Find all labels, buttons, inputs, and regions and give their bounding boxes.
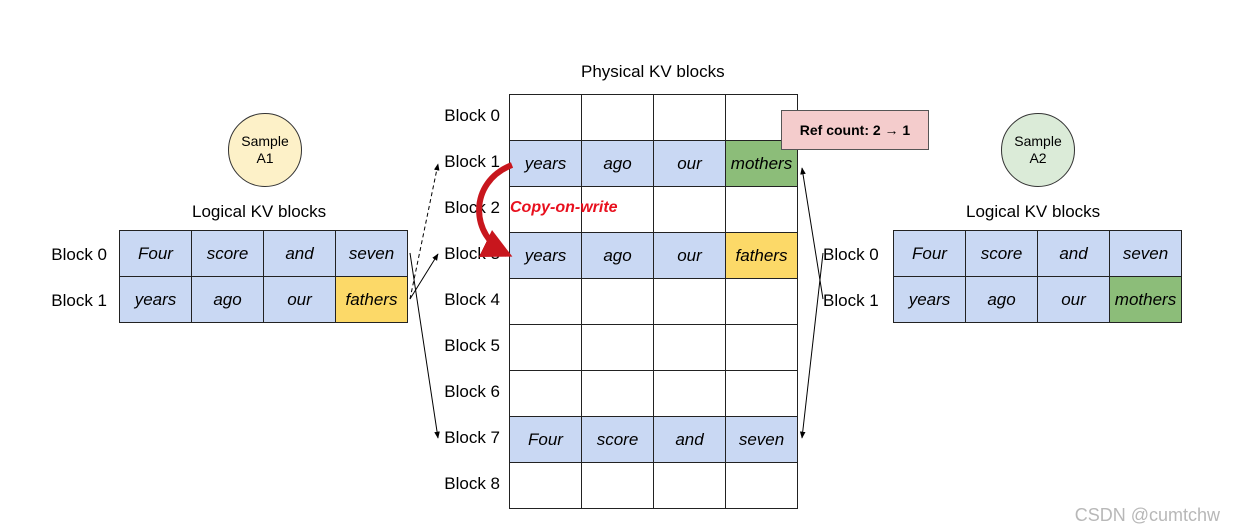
a2-block-label-1: Block 1	[823, 291, 879, 310]
a1-block-label-0: Block 0	[51, 245, 107, 264]
a1-cell-r0-c0: Four	[120, 231, 192, 277]
arrow-a1-block0-to-phys7	[409, 252, 440, 439]
physical-cell-r2-c3	[726, 187, 798, 233]
watermark: CSDN @cumtchw	[1074, 505, 1220, 525]
arrow-a2-block0-to-phys7	[799, 252, 824, 439]
copy-on-write-label: Copy-on-write	[510, 199, 618, 216]
physical-cell-r0-c0	[510, 95, 582, 141]
ref-count-label: Ref count: 2 → 1	[799, 122, 911, 138]
physical-cell-r6-c2	[654, 371, 726, 417]
physical-block-label-0: Block 0	[444, 106, 500, 125]
physical-cell-r5-c1	[582, 325, 654, 371]
physical-block-label-1: Block 1	[444, 152, 500, 171]
physical-cell-r1-c3: mothers	[726, 141, 798, 187]
physical-cell-r3-c2: our	[654, 233, 726, 279]
physical-cell-r6-c1	[582, 371, 654, 417]
sample-a1-node: Sample A1	[228, 113, 302, 187]
physical-cell-r2-c1	[582, 187, 654, 233]
physical-cell-r4-c3	[726, 279, 798, 325]
a1-cell-r1-c1: ago	[192, 277, 264, 323]
a2-cell-r0-c3: seven	[1110, 231, 1182, 277]
physical-cell-r8-c1	[582, 463, 654, 509]
physical-cell-r4-c0	[510, 279, 582, 325]
physical-cell-r5-c0	[510, 325, 582, 371]
physical-block-label-8: Block 8	[444, 474, 500, 493]
physical-cell-r8-c2	[654, 463, 726, 509]
physical-cell-r4-c2	[654, 279, 726, 325]
a2-cell-r0-c1: score	[966, 231, 1038, 277]
physical-block-label-2: Block 2	[444, 198, 500, 217]
physical-cell-r7-c0: Four	[510, 417, 582, 463]
physical-cell-r0-c1	[582, 95, 654, 141]
logical-kv-title-a2: Logical KV blocks	[966, 202, 1101, 221]
physical-cell-r6-c0	[510, 371, 582, 417]
arrow-a1-block1-old-phys1	[409, 163, 440, 300]
physical-cell-r3-c1: ago	[582, 233, 654, 279]
sample-a2-label: Sample A2	[1014, 133, 1062, 166]
ref-count-box: Ref count: 2 → 1	[781, 110, 929, 150]
physical-cell-r3-c0: years	[510, 233, 582, 279]
physical-cell-r0-c2	[654, 95, 726, 141]
physical-cell-r2-c2	[654, 187, 726, 233]
physical-cell-r1-c1: ago	[582, 141, 654, 187]
a2-cell-r1-c2: our	[1038, 277, 1110, 323]
arrow-a2-block1-to-phys1	[800, 167, 824, 300]
physical-kv-title: Physical KV blocks	[581, 62, 725, 81]
physical-block-label-4: Block 4	[444, 290, 500, 309]
physical-block-label-7: Block 7	[444, 428, 500, 447]
physical-cell-r7-c2: and	[654, 417, 726, 463]
physical-cell-r2-c0	[510, 187, 582, 233]
a1-cell-r1-c3: fathers	[336, 277, 408, 323]
physical-block-label-5: Block 5	[444, 336, 500, 355]
arrow-a1-block1-to-phys3	[409, 253, 439, 300]
physical-block-label-6: Block 6	[444, 382, 500, 401]
sample-a1-label: Sample A1	[241, 133, 289, 166]
physical-cell-r5-c2	[654, 325, 726, 371]
a1-cell-r0-c1: score	[192, 231, 264, 277]
physical-cell-r6-c3	[726, 371, 798, 417]
a1-cell-r1-c2: our	[264, 277, 336, 323]
physical-cell-r3-c3: fathers	[726, 233, 798, 279]
sample-a2-node: Sample A2	[1001, 113, 1075, 187]
a1-cell-r1-c0: years	[120, 277, 192, 323]
physical-cell-r8-c0	[510, 463, 582, 509]
a1-block-label-1: Block 1	[51, 291, 107, 310]
physical-cell-r7-c3: seven	[726, 417, 798, 463]
logical-kv-title-a1: Logical KV blocks	[192, 202, 327, 221]
a2-cell-r1-c0: years	[894, 277, 966, 323]
physical-cell-r4-c1	[582, 279, 654, 325]
a2-block-label-0: Block 0	[823, 245, 879, 264]
physical-cell-r5-c3	[726, 325, 798, 371]
a2-cell-r0-c2: and	[1038, 231, 1110, 277]
physical-cell-r1-c2: our	[654, 141, 726, 187]
physical-block-label-3: Block 3	[444, 244, 500, 263]
physical-cell-r7-c1: score	[582, 417, 654, 463]
a1-cell-r0-c2: and	[264, 231, 336, 277]
physical-cell-r1-c0: years	[510, 141, 582, 187]
a2-cell-r1-c1: ago	[966, 277, 1038, 323]
a2-cell-r0-c0: Four	[894, 231, 966, 277]
physical-cell-r8-c3	[726, 463, 798, 509]
a1-cell-r0-c3: seven	[336, 231, 408, 277]
a2-cell-r1-c3: mothers	[1110, 277, 1182, 323]
